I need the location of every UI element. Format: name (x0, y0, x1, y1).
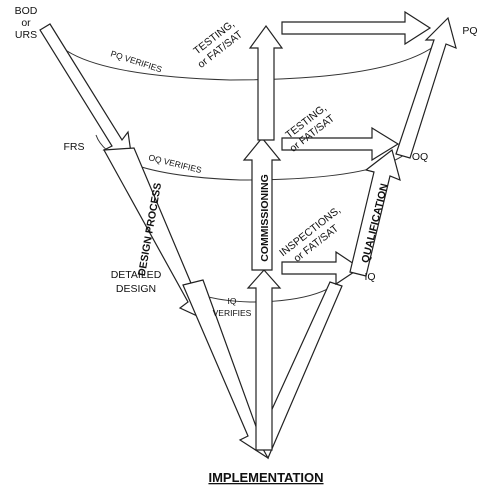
iq-verifies-label-1: IQ (228, 296, 237, 306)
implementation-label: IMPLEMENTATION (208, 470, 323, 485)
frs-label: FRS (64, 141, 85, 153)
bod-label: BOD (15, 5, 38, 17)
commissioning-label: COMMISSIONING (259, 174, 271, 262)
pq-label: PQ (462, 25, 477, 37)
design-label: DESIGN (116, 283, 156, 295)
pq-verifies-label: PQ VERIFIES (109, 48, 163, 74)
oq-label: OQ (412, 151, 428, 163)
detailed-label: DETAILED (111, 269, 162, 281)
top-test-arrow (281, 10, 432, 46)
commissioning-arrow-top (248, 24, 284, 141)
right-arrow-upper (395, 16, 457, 159)
oq-verifies-label: OQ VERIFIES (148, 152, 203, 175)
low-test-arrow (281, 250, 362, 286)
pq-verifies-curve (47, 27, 451, 81)
iq-verifies-label-2: VERIFIES (213, 308, 252, 318)
urs-label: URS (15, 29, 37, 41)
lower-left-arrow (182, 279, 269, 460)
left-arrow-upper (39, 23, 133, 161)
qualification-arrow (349, 148, 401, 277)
commissioning-arrow-bottom (246, 269, 282, 451)
iq-label: IQ (364, 271, 375, 283)
commissioning-arrow-middle (242, 137, 282, 271)
mid-test-arrow (281, 126, 400, 162)
or-label: or (21, 17, 31, 29)
